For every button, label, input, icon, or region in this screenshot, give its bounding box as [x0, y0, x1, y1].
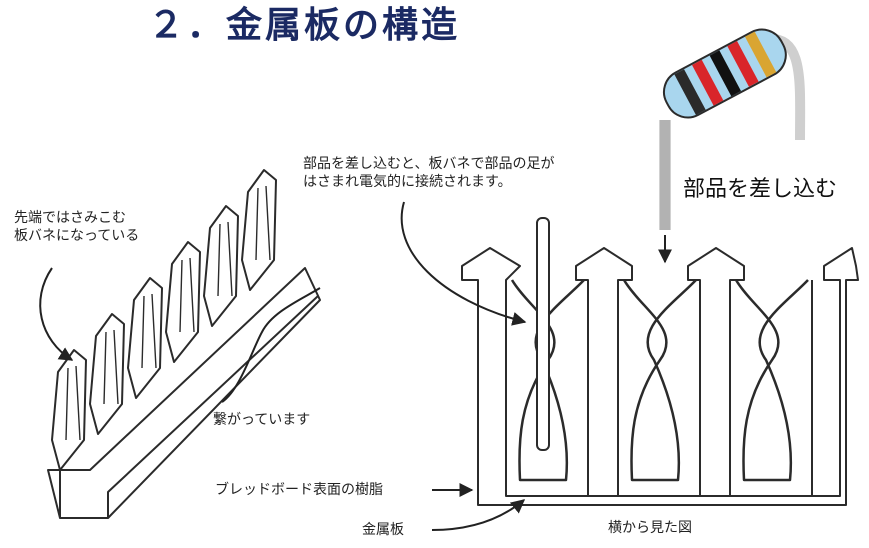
insert-desc-arrow: [400, 201, 527, 326]
resistor-band: [692, 59, 724, 106]
tip-label: 先端ではさみこむ 板バネになっている: [14, 210, 140, 244]
resistor-band: [744, 31, 777, 78]
tip-arrow: [39, 267, 74, 361]
insert-part-label: 部品を差し込む: [683, 177, 838, 202]
metal-plate-label: 金属板: [362, 522, 404, 538]
side-view-label: 横から見た図: [608, 520, 692, 536]
insert-description: 部品を差し込むと、板バネで部品の足が はさまれ電気的に接続されます。: [303, 156, 555, 190]
metal-plate-arrow: [431, 499, 526, 531]
resistor-band: [674, 69, 706, 115]
page-title: ２．金属板の構造: [148, 5, 461, 46]
resistor-band: [709, 50, 741, 97]
resistor-band: [727, 41, 759, 87]
resistor: [659, 28, 806, 230]
connected-brace: [221, 287, 321, 403]
connected-label: 繋がっています: [213, 412, 311, 428]
side-view: [461, 217, 859, 506]
resin-label: ブレッドボード表面の樹脂: [215, 482, 383, 498]
metal-strip-3d: [47, 169, 321, 519]
